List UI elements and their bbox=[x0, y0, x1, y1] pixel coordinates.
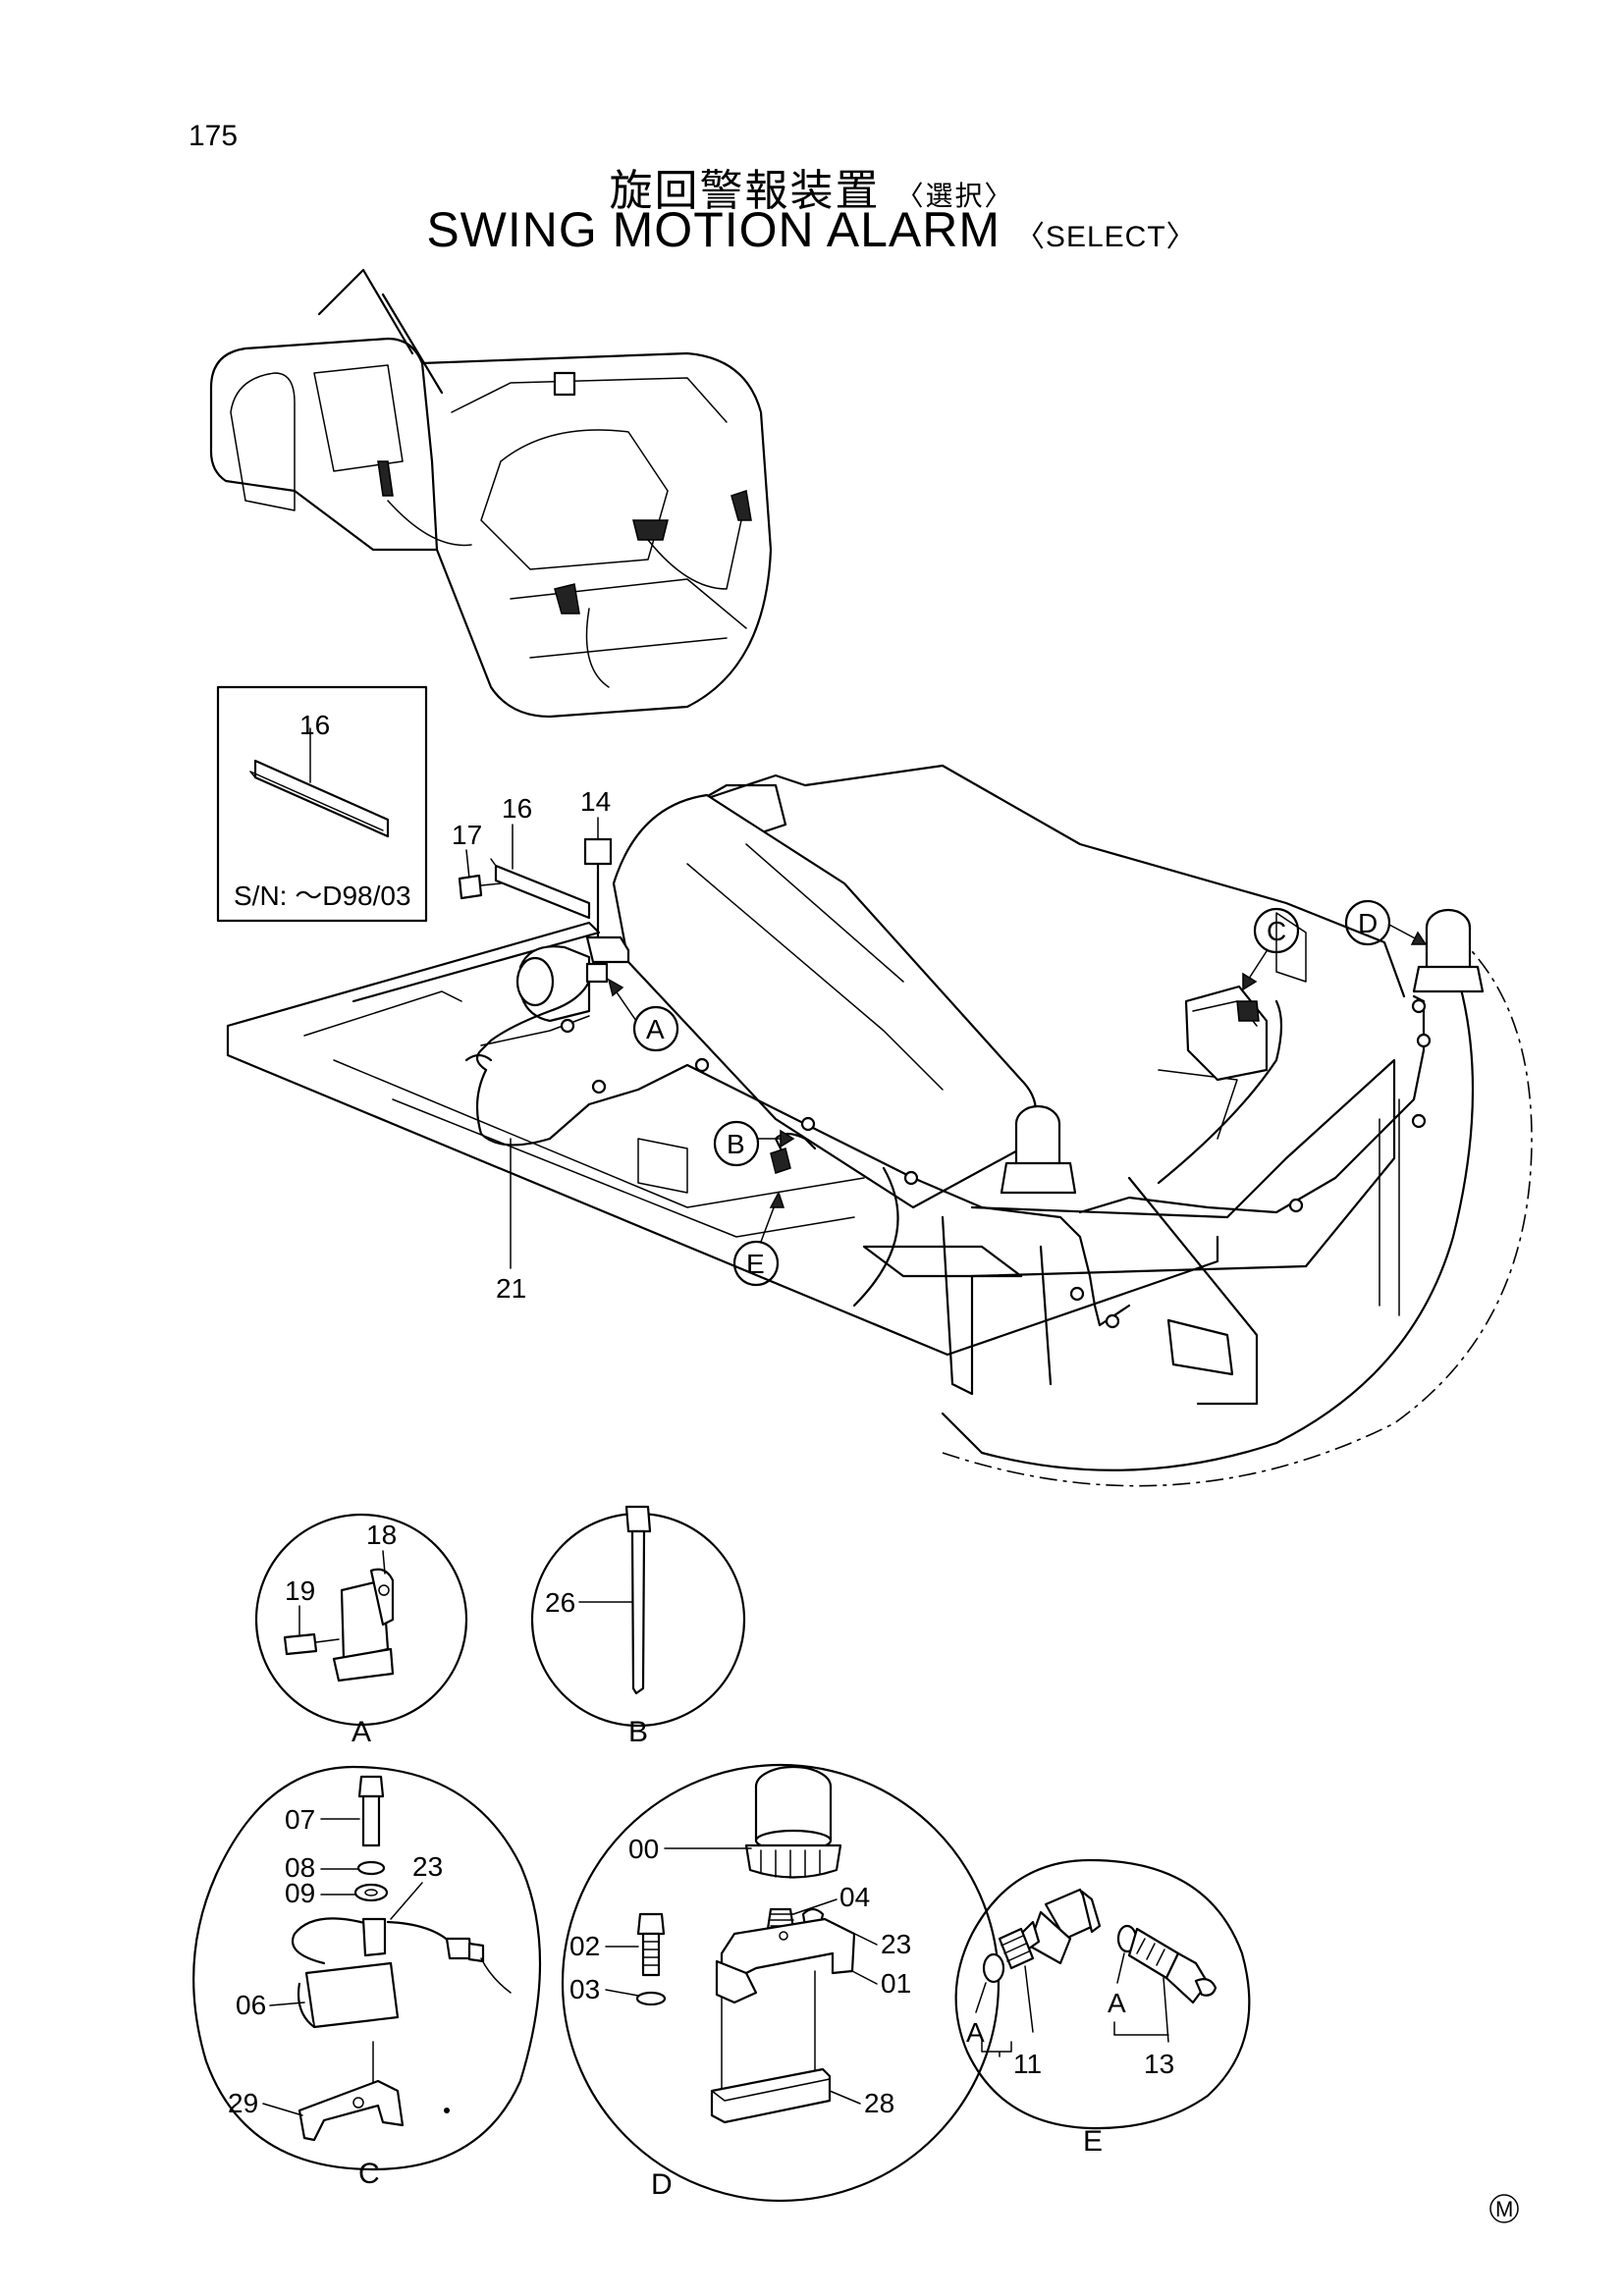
serial-inset-box: 16 S/N: ～D98/03 bbox=[216, 685, 428, 923]
svg-text:C: C bbox=[1267, 916, 1286, 946]
callout-b[interactable]: B bbox=[713, 1120, 795, 1167]
bolt-17-icon bbox=[458, 874, 502, 900]
m-mark-letter: M bbox=[1495, 2197, 1513, 2221]
part-label-13: 13 bbox=[1144, 2049, 1174, 2079]
title-english: SWING MOTION ALARM 〈SELECT〉 bbox=[0, 201, 1623, 258]
serial-note: S/N: ～D98/03 bbox=[234, 881, 411, 911]
callout-e[interactable]: E bbox=[732, 1191, 785, 1287]
detail-label-d: D bbox=[651, 2168, 673, 2201]
part-label-28: 28 bbox=[864, 2088, 894, 2118]
main-callouts: A B C D bbox=[607, 899, 1428, 1287]
main-part-labels: 17 16 14 21 bbox=[452, 786, 611, 1304]
svg-text:E: E bbox=[746, 1249, 765, 1279]
part-label-11: 11 bbox=[1013, 2049, 1042, 2079]
detail-label-c: C bbox=[358, 2158, 380, 2190]
title-en-main: SWING MOTION ALARM bbox=[426, 202, 1001, 257]
svg-text:A: A bbox=[646, 1014, 665, 1044]
part-label-23-c: 23 bbox=[412, 1851, 443, 1882]
title-en-select: 〈SELECT〉 bbox=[1014, 221, 1197, 253]
part-label-07: 07 bbox=[285, 1804, 315, 1835]
part-label-19: 19 bbox=[285, 1575, 315, 1606]
detail-a: 18 19 A bbox=[254, 1513, 468, 1748]
part-label-09: 09 bbox=[285, 1878, 315, 1908]
svg-text:D: D bbox=[1358, 908, 1378, 938]
part-label-04: 04 bbox=[839, 1882, 870, 1912]
detail-label-e: E bbox=[1083, 2125, 1103, 2158]
part-label-29: 29 bbox=[228, 2088, 258, 2118]
undercarriage-frame-drawing bbox=[226, 764, 1533, 1487]
part-label-23-d: 23 bbox=[881, 1929, 911, 1959]
svg-text:B: B bbox=[727, 1129, 745, 1159]
part-label-06: 06 bbox=[236, 1990, 266, 2020]
part-label-02: 02 bbox=[569, 1931, 600, 1961]
detail-label-b: B bbox=[628, 1716, 648, 1748]
detail-d: 00 04 02 23 03 01 28 D bbox=[561, 1763, 1001, 2203]
part-label-16-inset: 16 bbox=[299, 710, 330, 740]
main-chassis-components bbox=[464, 837, 1485, 1329]
m-mark-icon: M bbox=[1489, 2194, 1519, 2223]
detail-e: A A 11 13 E bbox=[954, 1858, 1251, 2158]
excavator-upperstructure-drawing bbox=[209, 268, 773, 719]
part-label-21: 21 bbox=[496, 1273, 526, 1304]
part-label-03: 03 bbox=[569, 1974, 600, 2004]
part-label-a-13: A bbox=[1108, 1988, 1126, 2018]
detail-b: 26 B bbox=[530, 1505, 746, 1748]
title-jp-main: 旋回警報装置 bbox=[609, 166, 881, 216]
callout-c[interactable]: C bbox=[1242, 907, 1300, 991]
part-label-14: 14 bbox=[580, 786, 611, 817]
part-label-18: 18 bbox=[366, 1520, 397, 1550]
part-label-08: 08 bbox=[285, 1852, 315, 1883]
title-jp-select: 〈選択〉 bbox=[895, 180, 1014, 212]
part-label-00: 00 bbox=[628, 1834, 659, 1864]
title-japanese: 旋回警報装置 〈選択〉 bbox=[0, 155, 1623, 218]
part-label-a-11: A bbox=[966, 2017, 985, 2048]
page-number: 175 bbox=[189, 120, 239, 152]
detail-label-a: A bbox=[352, 1716, 371, 1748]
callout-d[interactable]: D bbox=[1344, 899, 1428, 946]
part-label-17: 17 bbox=[452, 820, 482, 850]
part-label-26: 26 bbox=[545, 1587, 575, 1618]
detail-c: 07 08 09 23 06 29 C bbox=[192, 1765, 542, 2190]
callout-a[interactable]: A bbox=[607, 978, 679, 1052]
part-label-16: 16 bbox=[502, 793, 532, 824]
part-label-01: 01 bbox=[881, 1968, 911, 1999]
